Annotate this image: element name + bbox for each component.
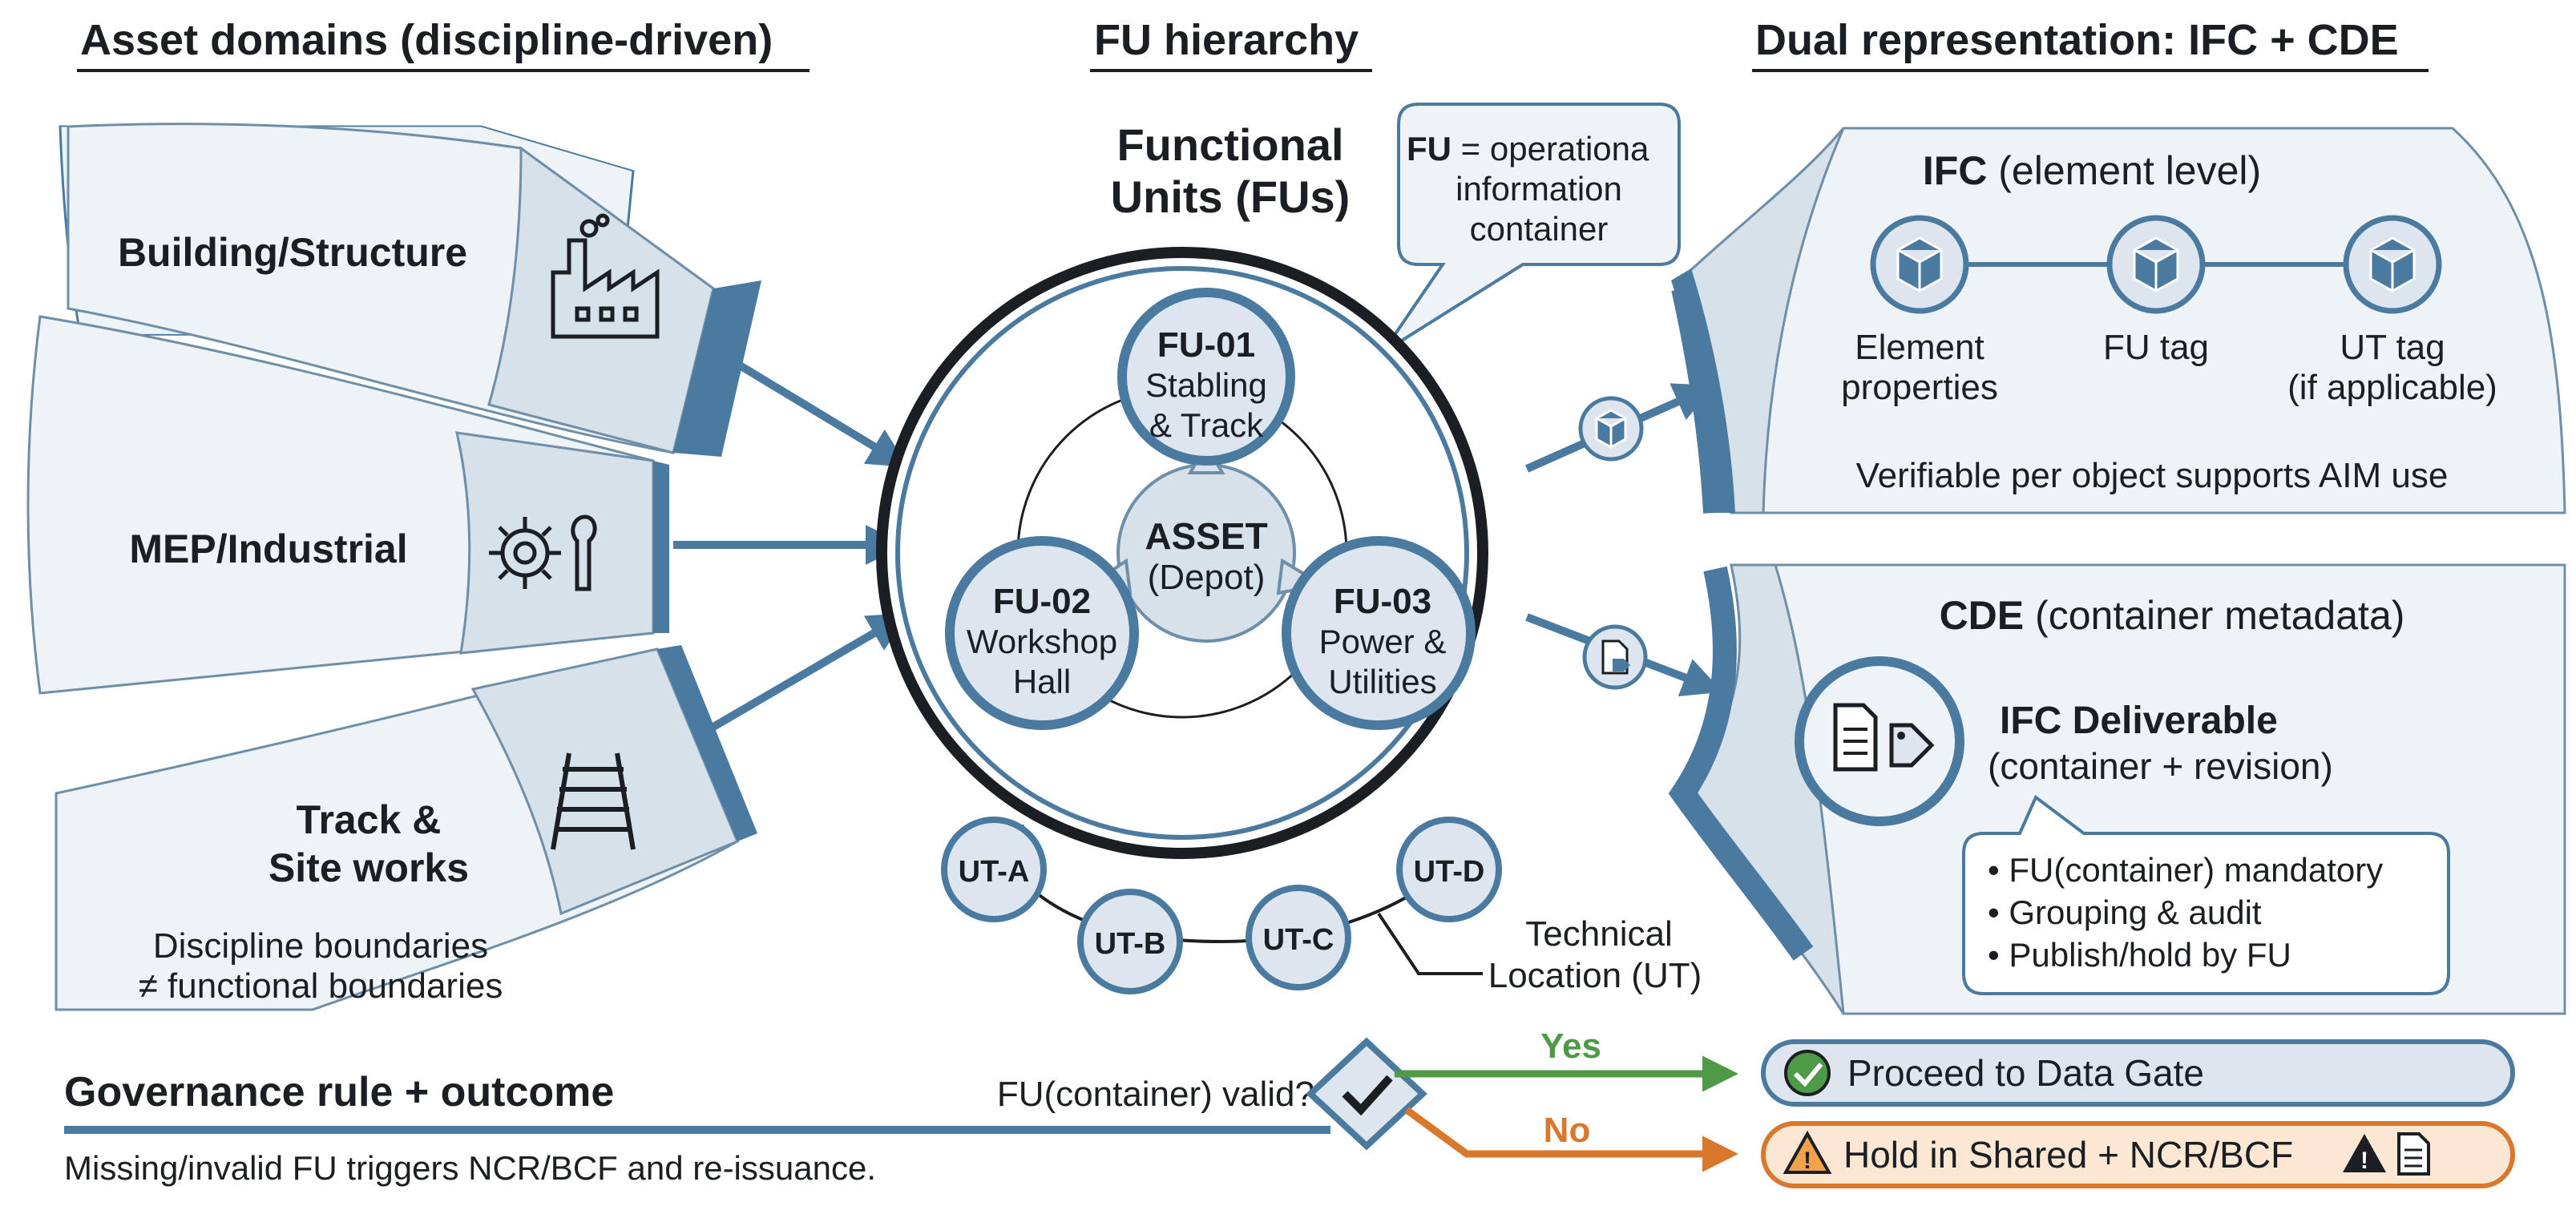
fu-02-line-1: Workshop <box>967 623 1117 660</box>
document-tag-icon <box>1582 624 1648 690</box>
technical-location-line-2: Location (UT) <box>1488 956 1702 995</box>
svg-text:FU = operationa: FU = operationa <box>1407 130 1649 167</box>
fu-03-line-1: Power & <box>1319 623 1447 660</box>
asset-label: ASSET <box>1145 515 1267 557</box>
callout-line-1: = operationa <box>1452 130 1649 167</box>
fu-ring-inner <box>895 266 1469 840</box>
railway-track-icon <box>551 752 636 850</box>
ifc-node3-line-1: UT tag <box>2340 328 2445 367</box>
fu-02-line-2: Hall <box>1013 663 1071 700</box>
header-left-text: Asset domains (discipline-driven) <box>80 16 773 64</box>
ut-d-node[interactable]: UT-D <box>1396 817 1502 922</box>
ut-c-node[interactable]: UT-C <box>1246 885 1351 990</box>
warning-icon <box>1783 1130 1832 1174</box>
domain-arc-track <box>657 645 757 841</box>
ifc-node1-line-1: Element <box>1855 328 1984 367</box>
ifc-element-properties-node[interactable] <box>1870 215 1969 314</box>
hold-label: Hold in Shared + NCR/BCF <box>1843 1134 2293 1176</box>
governance-title: Governance rule + outcome <box>64 1069 614 1115</box>
header-dual-representation: Dual representation: IFC + CDE <box>1752 16 2429 72</box>
ut-chain-link <box>992 844 1448 944</box>
header-center-text: FU hierarchy <box>1094 16 1359 64</box>
hold-in-shared-button[interactable]: ! Hold in Shared + NCR/BCF ! <box>1761 1121 2515 1188</box>
domain-note-line-2: ≠ functional boundaries <box>139 966 503 1006</box>
factory-icon <box>551 213 660 339</box>
fu-01-line-2: & Track <box>1149 406 1264 444</box>
svg-text:!: ! <box>1803 1148 1811 1174</box>
fu-title-line-1: Functional <box>1116 119 1343 170</box>
ut-c-label: UT-C <box>1263 923 1334 957</box>
cde-bullet-3: • Publish/hold by FU <box>1988 936 2291 974</box>
cde-bullet-1: • FU(container) mandatory <box>1988 851 2383 889</box>
ut-b-label: UT-B <box>1095 927 1166 961</box>
cde-deliverable-icon <box>1795 656 1964 826</box>
cde-bullets-callout: • FU(container) mandatory • Grouping & a… <box>1962 794 2450 995</box>
header-asset-domains: Asset domains (discipline-driven) <box>77 16 810 72</box>
document-icon <box>2397 1132 2430 1176</box>
yes-label: Yes <box>1540 1027 1601 1066</box>
domain-band-mep <box>455 431 655 655</box>
ifc-fu-tag-node[interactable] <box>2106 215 2206 314</box>
ifc-footer: Verifiable per object supports AIM use <box>1856 456 2449 495</box>
ut-a-node[interactable]: UT-A <box>941 817 1047 922</box>
technical-location-leader <box>1377 912 1483 975</box>
technical-location-line-1: Technical <box>1525 914 1672 954</box>
callout-line-3: container <box>1470 210 1609 248</box>
gear-wrench-icon <box>489 514 597 591</box>
fu-03-node[interactable]: FU-03 Power & Utilities <box>1282 536 1476 730</box>
svg-text:CDE (container metadata): CDE (container metadata) <box>1940 593 2405 638</box>
domain-label-track-2: Site works <box>269 845 469 890</box>
ifc-title-rest: (element level) <box>1987 148 2261 193</box>
ifc-title-bold: IFC <box>1923 148 1988 193</box>
ifc-node3-line-2: (if applicable) <box>2287 368 2497 407</box>
callout-fu-bold: FU <box>1407 130 1452 167</box>
fu-03-line-2: Utilities <box>1328 663 1436 700</box>
arrow-track-to-fu <box>707 612 909 733</box>
ifc-node2-label: FU tag <box>2103 328 2209 367</box>
domain-label-track-1: Track & <box>297 797 442 842</box>
ifc-node1-line-2: properties <box>1841 368 1998 407</box>
arrow-no <box>1404 1107 1738 1172</box>
svg-text:!: ! <box>2360 1148 2368 1174</box>
warning-icon-dark <box>2343 1134 2386 1172</box>
governance-footnote: Missing/invalid FU triggers NCR/BCF and … <box>64 1149 876 1187</box>
cube-icon <box>1578 396 1644 462</box>
asset-sublabel: (Depot) <box>1148 558 1266 597</box>
domain-band-track <box>470 647 739 916</box>
svg-text:IFC (element level): IFC (element level) <box>1923 148 2261 193</box>
ut-b-node[interactable]: UT-B <box>1077 889 1183 994</box>
cde-deliverable-title: IFC Deliverable <box>2000 700 2278 742</box>
proceed-to-data-gate-button[interactable]: Proceed to Data Gate <box>1761 1039 2515 1107</box>
cde-deliverable-subtitle: (container + revision) <box>1988 745 2333 787</box>
ifc-ut-tag-node[interactable] <box>2343 215 2442 314</box>
no-label: No <box>1544 1111 1591 1150</box>
check-circle-icon <box>1784 1050 1831 1096</box>
fu-01-node[interactable]: FU-01 Stabling & Track <box>1117 288 1295 466</box>
callout-line-2: information <box>1456 170 1622 208</box>
ut-a-label: UT-A <box>959 855 1030 889</box>
check-icon <box>1342 1075 1393 1116</box>
fu-02-id: FU-02 <box>993 582 1091 621</box>
fu-01-line-1: Stabling <box>1145 366 1267 404</box>
header-right-text: Dual representation: IFC + CDE <box>1755 16 2399 64</box>
fu-title-line-2: Units (FUs) <box>1111 171 1351 222</box>
fu-01-id: FU-01 <box>1157 325 1255 365</box>
fu-02-node[interactable]: FU-02 Workshop Hall <box>945 536 1139 730</box>
cde-bullet-2: • Grouping & audit <box>1988 893 2262 931</box>
fu-03-id: FU-03 <box>1334 582 1431 621</box>
ut-d-label: UT-D <box>1414 855 1485 889</box>
domain-band-building <box>487 146 715 454</box>
domain-label-building: Building/Structure <box>118 230 467 275</box>
proceed-label: Proceed to Data Gate <box>1847 1052 2204 1094</box>
governance-question: FU(container) valid? <box>997 1075 1314 1114</box>
domain-note-line-1: Discipline boundaries <box>153 926 488 966</box>
cde-title-bold: CDE <box>1940 593 2025 638</box>
arrow-building-to-fu <box>703 341 909 468</box>
domain-arc-building <box>673 280 761 457</box>
header-fu-hierarchy: FU hierarchy <box>1090 16 1372 72</box>
domain-arc-mep <box>653 461 669 633</box>
fu-definition-callout: FU = operationa information container <box>1381 103 1681 354</box>
domain-label-mep: MEP/Industrial <box>129 526 407 571</box>
cde-title-rest: (container metadata) <box>2024 593 2404 638</box>
